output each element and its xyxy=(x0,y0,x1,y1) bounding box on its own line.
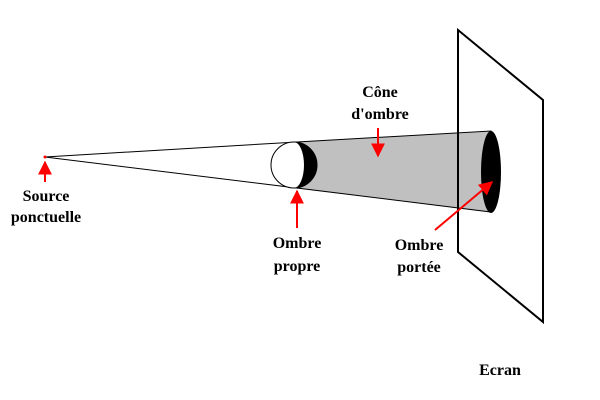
own-shadow xyxy=(294,142,317,188)
cast-shadow-arrow xyxy=(434,181,494,231)
cone-label-line1: Cône xyxy=(362,84,398,101)
point-source xyxy=(43,155,47,159)
screen-label: Ecran xyxy=(479,362,521,379)
source-label-line2: ponctuelle xyxy=(11,209,81,226)
cone-label-line2: d'ombre xyxy=(351,106,408,123)
light-cone xyxy=(44,141,298,189)
cast-shadow-label-line1: Ombre xyxy=(395,237,444,254)
own-shadow-label-line1: Ombre xyxy=(273,235,322,252)
cast-shadow xyxy=(481,131,501,213)
shadow-cone xyxy=(296,130,492,213)
cast-shadow-label-line2: portée xyxy=(397,259,441,276)
screen-panel xyxy=(457,27,544,325)
source-label-line1: Source xyxy=(23,188,70,205)
own-shadow-label-line2: propre xyxy=(274,258,321,275)
